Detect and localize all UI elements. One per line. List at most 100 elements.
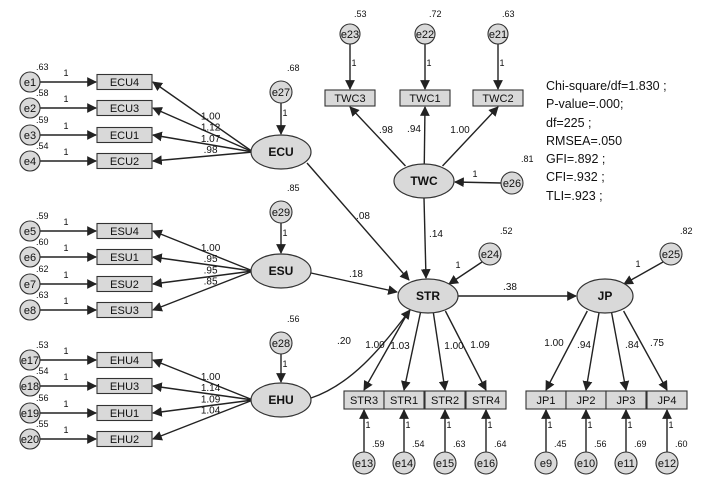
latent-ecu xyxy=(250,134,312,170)
error-e2-label: e2 xyxy=(24,103,36,115)
variance-e13: .59 xyxy=(372,439,385,449)
fit-tli: TLI=.923 ; xyxy=(546,188,603,203)
error-e4 xyxy=(19,150,41,172)
fixed-path-e1: 1 xyxy=(63,68,68,78)
loading-str2-value: 1.00 xyxy=(444,341,464,352)
loading-ecu-ecu3 xyxy=(152,107,254,153)
latent-esu xyxy=(250,253,312,289)
fixed-path-e17: 1 xyxy=(63,346,68,356)
fixed-path-e16: 1 xyxy=(487,420,492,430)
error-e11-label: e11 xyxy=(617,458,635,470)
loading-ehu3-value: 1.14 xyxy=(201,383,221,394)
variance-e18: .54 xyxy=(36,366,49,376)
indicator-jp3-label: JP3 xyxy=(617,395,636,407)
indicator-esu1 xyxy=(96,248,153,266)
loading-jp4-value: .75 xyxy=(650,338,664,349)
variance-e6: .60 xyxy=(36,237,49,247)
loading-str-str1 xyxy=(401,310,422,391)
indicator-jp4-label: JP4 xyxy=(658,395,677,407)
path-ehu-str xyxy=(310,309,411,399)
loading-jp-jp4 xyxy=(622,310,668,391)
indicator-twc1 xyxy=(399,89,451,107)
error-e19-label: e19 xyxy=(21,408,39,420)
loading-esu-esu2 xyxy=(152,270,254,288)
fit-gfi: GFI=.892 ; xyxy=(546,152,606,167)
fixed-path-e18: 1 xyxy=(63,372,68,382)
loading-str1-value: 1.03 xyxy=(390,341,410,352)
path-twc-str-value: .14 xyxy=(429,229,443,240)
error-e1 xyxy=(19,71,41,93)
error-e29-label: e29 xyxy=(272,207,290,219)
indicator-ecu3 xyxy=(96,99,153,117)
variance-e15: .63 xyxy=(453,439,466,449)
fixed-path-e10: 1 xyxy=(587,420,592,430)
error-e27-label: e27 xyxy=(272,87,290,99)
indicator-twc3-label: TWC3 xyxy=(334,93,365,105)
error-e4-label: e4 xyxy=(24,156,36,168)
loading-esu-esu1 xyxy=(152,253,254,272)
fixed-path-e25: 1 xyxy=(635,259,640,269)
path-twc-str xyxy=(420,197,431,279)
variance-e4: .54 xyxy=(36,141,49,151)
loading-ecu-ecu4 xyxy=(152,81,254,153)
error-e6 xyxy=(19,246,41,268)
error-e20-label: e20 xyxy=(21,434,39,446)
fixed-path-e23: 1 xyxy=(351,58,356,68)
indicator-ehu3 xyxy=(96,377,153,395)
indicator-ehu4 xyxy=(96,351,153,369)
indicator-str3-label: STR3 xyxy=(350,395,378,407)
variance-e23: .53 xyxy=(354,9,367,19)
loading-jp-jp1 xyxy=(545,310,588,391)
error-e9 xyxy=(534,451,558,475)
loading-twc-twc2 xyxy=(441,106,499,167)
fixed-path-e9: 1 xyxy=(547,420,552,430)
indicator-esu2-label: ESU2 xyxy=(110,279,139,291)
indicator-jp4 xyxy=(646,390,688,410)
model-fit-statistics: Chi-square/df=1.830 ; P-value=.000; df=2… xyxy=(546,77,667,205)
loading-str-str3 xyxy=(363,310,410,391)
error-e12 xyxy=(655,451,679,475)
error-e8-label: e8 xyxy=(24,305,36,317)
error-e8 xyxy=(19,299,41,321)
indicator-ehu1-label: EHU1 xyxy=(110,408,139,420)
loading-esu1-value: .95 xyxy=(204,254,218,265)
error-e22 xyxy=(414,23,436,45)
variance-e14: .54 xyxy=(412,439,425,449)
fixed-path-e24: 1 xyxy=(455,260,460,270)
loading-esu4-value: 1.00 xyxy=(201,243,221,254)
loading-ehu-ehu4 xyxy=(152,358,254,401)
error-e18-label: e18 xyxy=(21,381,39,393)
fixed-path-e20: 1 xyxy=(63,425,68,435)
variance-e28: .56 xyxy=(287,314,300,324)
loading-esu2-value: .95 xyxy=(204,265,218,276)
indicator-jp1-label: JP1 xyxy=(537,395,556,407)
loading-str3-value: 1.00 xyxy=(365,340,385,351)
error-e15-label: e15 xyxy=(436,458,454,470)
loading-jp-jp2 xyxy=(582,310,600,391)
path-e24-str xyxy=(448,261,483,285)
variance-e21: .63 xyxy=(502,9,515,19)
indicator-ehu1 xyxy=(96,404,153,422)
loading-ehu-ehu1 xyxy=(152,399,254,417)
variance-e24: .52 xyxy=(500,226,513,236)
error-e23-label: e23 xyxy=(341,29,359,41)
error-e9-label: e9 xyxy=(540,458,552,470)
fixed-path-e8: 1 xyxy=(63,296,68,306)
indicator-str1-label: STR1 xyxy=(390,395,418,407)
loading-str4-value: 1.09 xyxy=(470,340,490,351)
variance-e22: .72 xyxy=(429,9,442,19)
latent-twc xyxy=(393,163,455,199)
indicator-ecu1-label: ECU1 xyxy=(110,130,139,142)
indicator-esu3 xyxy=(96,301,153,319)
fixed-path-e11: 1 xyxy=(627,420,632,430)
indicator-ehu4-label: EHU4 xyxy=(110,355,139,367)
loading-ecu-ecu2 xyxy=(152,151,254,166)
indicator-str4-label: STR4 xyxy=(472,395,500,407)
path-ecu-str xyxy=(306,162,410,281)
loading-ehu-ehu3 xyxy=(152,382,254,401)
variance-e11: .69 xyxy=(634,439,647,449)
fixed-path-e22: 1 xyxy=(426,58,431,68)
fixed-path-e27: 1 xyxy=(282,108,287,118)
loading-str-str2 xyxy=(432,310,449,391)
